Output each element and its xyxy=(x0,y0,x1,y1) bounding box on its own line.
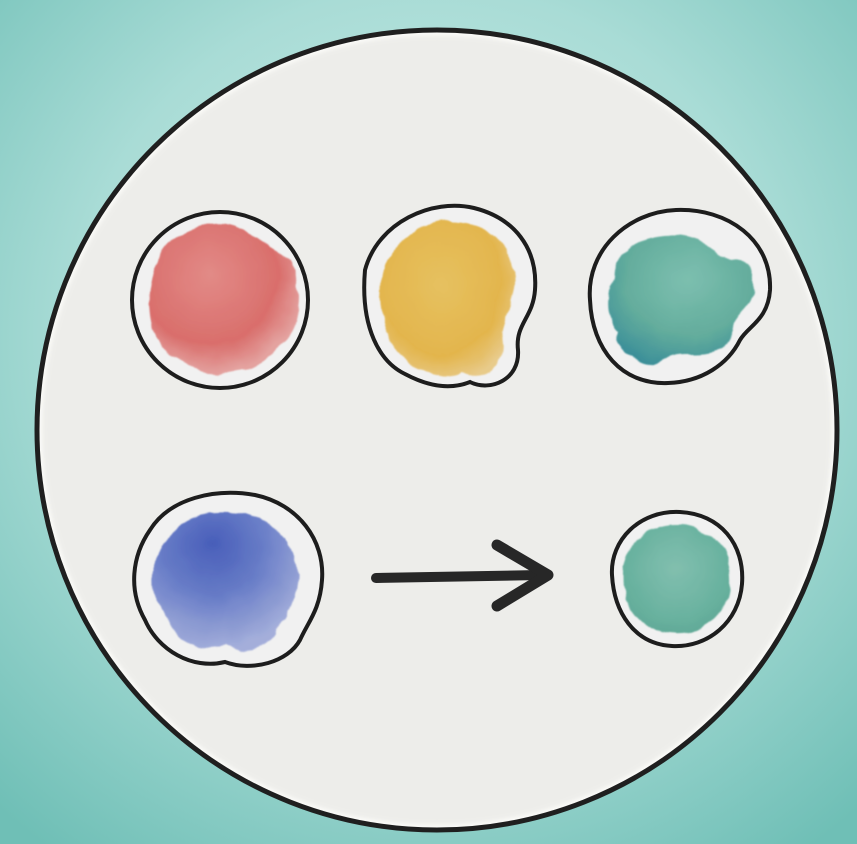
paper-texture xyxy=(42,35,832,825)
